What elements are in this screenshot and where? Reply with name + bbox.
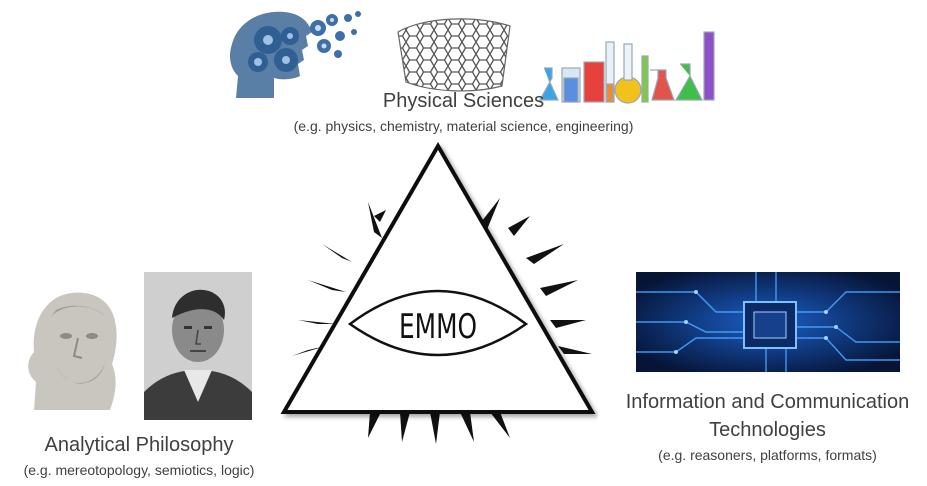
- emmo-logo-graphic: EMMO: [280, 142, 596, 444]
- ict-title-line1: Information and Communication: [625, 391, 910, 413]
- lab-flasks-icon: [538, 28, 720, 106]
- emmo-eye-triangle-logo: EMMO: [278, 140, 598, 452]
- physical-sciences-title: Physical Sciences: [382, 90, 545, 112]
- analytical-philosophy-subtitle: (e.g. mereotopology, semiotics, logic): [23, 462, 255, 478]
- aristotle-bust-image: [20, 282, 130, 410]
- wittgenstein-portrait-image: [144, 272, 252, 420]
- emmo-logo-text: EMMO: [399, 307, 477, 347]
- graphene-sheet-icon: [392, 12, 518, 96]
- physical-sciences-subtitle: (e.g. physics, chemistry, material scien…: [293, 118, 634, 134]
- ict-title-line2: Technologies: [709, 419, 826, 441]
- gear-head-icon: [228, 6, 366, 106]
- ict-subtitle: (e.g. reasoners, platforms, formats): [658, 447, 877, 463]
- circuit-board-image: [636, 272, 900, 372]
- analytical-philosophy-title: Analytical Philosophy: [44, 434, 234, 456]
